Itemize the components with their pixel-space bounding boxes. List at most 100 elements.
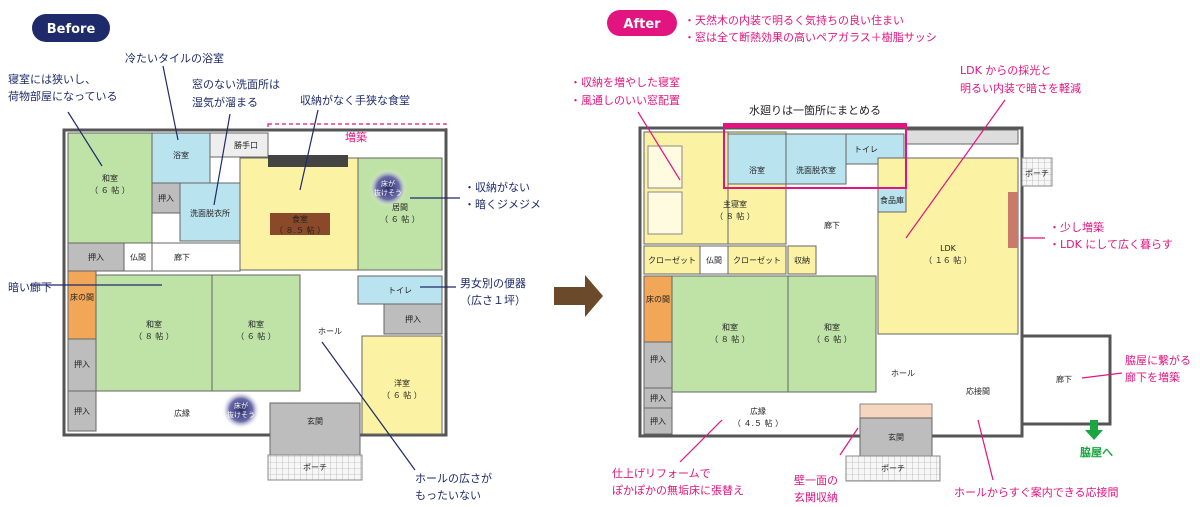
after-closet2	[727, 245, 787, 275]
note: 暗い廊下	[8, 280, 52, 294]
label: 食室	[292, 214, 308, 224]
label: （ ４.５ 帖 ）	[733, 418, 783, 428]
label: 押入	[650, 393, 666, 403]
label: 和室	[248, 319, 264, 329]
label: 廊下	[1056, 374, 1072, 384]
label: 居間	[392, 203, 408, 212]
note: ・少し増築	[1049, 220, 1104, 234]
label: 押入	[650, 416, 666, 426]
note: ・収納がない	[464, 180, 530, 194]
label: 応接間	[966, 386, 990, 396]
label: 押入	[158, 193, 174, 203]
before-kitchen-counter	[268, 155, 348, 167]
label: ポーチ	[1025, 169, 1049, 178]
bed	[647, 191, 683, 235]
note: 壁一面の	[794, 473, 838, 487]
label: （ ８.５ 帖 ）	[275, 225, 325, 235]
note: 冷たいタイルの浴室	[125, 51, 224, 65]
after-kitchen-counter	[905, 129, 1019, 145]
after-butsuma	[699, 245, 729, 275]
label: 収納	[794, 255, 810, 265]
before-ima	[357, 157, 443, 271]
label: 玄関	[888, 432, 904, 442]
before-katteguchi	[209, 132, 269, 158]
note: 湿気が溜まる	[192, 95, 258, 109]
note: 脇屋へ	[1080, 445, 1113, 459]
before-washitsu8	[95, 274, 213, 392]
after-porch-top	[1021, 157, 1053, 187]
label: 抜けそう	[227, 410, 255, 419]
note: ぽかぽかの無垢床に張替え	[612, 483, 744, 497]
after-senmen	[785, 133, 847, 185]
label: 洋室	[394, 378, 410, 388]
label: 主寝室	[723, 199, 747, 209]
label: 玄関	[307, 416, 323, 426]
label: ポーチ	[881, 464, 905, 473]
before-senmen	[179, 182, 241, 242]
before-header: Before	[47, 22, 96, 37]
label: （ ６ 帖 ）	[380, 214, 420, 224]
label: 廊下	[824, 220, 840, 230]
label: 浴室	[173, 150, 189, 160]
after-entry-storage	[859, 403, 933, 419]
label: 床の間	[646, 294, 670, 304]
label: 押入	[88, 252, 104, 262]
after-porch	[845, 455, 941, 482]
water-area-highlight-bar	[724, 124, 906, 128]
after-annex-corridor-wall	[1020, 334, 1112, 426]
label: （ ６ 帖 ）	[236, 331, 276, 341]
label: 押入	[405, 314, 421, 324]
label: ポーチ	[303, 463, 327, 472]
label: ホール	[891, 369, 915, 378]
after-closet1	[643, 245, 701, 275]
dining-table	[270, 213, 330, 235]
after-oshiire1	[643, 341, 673, 389]
before-oshiire1	[151, 182, 181, 214]
before-oshiire2	[67, 242, 125, 272]
after-header-badge	[607, 10, 677, 36]
label: 仏間	[130, 253, 146, 262]
floor-damage-badge	[369, 169, 407, 207]
floor-damage-badge	[222, 391, 260, 429]
label: 押入	[74, 359, 90, 369]
note: 寝室には狭いし、	[8, 72, 96, 86]
label: （ ６ 帖 ）	[382, 390, 422, 400]
before-washitsu6-b	[211, 274, 301, 392]
note: 収納がなく手狭な食堂	[300, 93, 410, 107]
note: 玄関収納	[794, 490, 838, 504]
note: ・暗くジメジメ	[464, 197, 541, 211]
label: 勝手口	[234, 140, 258, 150]
label: 抜けそう	[374, 188, 402, 197]
before-header-badge	[32, 14, 110, 42]
label: （ ８ 帖 ）	[710, 334, 750, 344]
label: LDK	[940, 244, 957, 253]
note: 脇屋に繋がる	[1125, 353, 1191, 367]
note: ホールからすぐ案内できる応接間	[954, 485, 1119, 499]
after-pantry	[877, 187, 907, 213]
label: （ １６ 帖 ）	[924, 255, 972, 265]
label: 食品庫	[880, 195, 904, 205]
label: トイレ	[388, 286, 412, 295]
label: クローゼット	[733, 255, 781, 265]
label: ホール	[318, 327, 342, 336]
label: 床が	[381, 179, 395, 188]
note: ホールの広さが	[415, 471, 492, 485]
label: （ ８ 帖 ）	[134, 331, 174, 341]
label: クローゼット	[648, 255, 696, 265]
label: トイレ	[854, 145, 878, 154]
after-oshiire3	[643, 407, 673, 435]
label: （ ８ 帖 ）	[715, 211, 755, 221]
note: もったいない	[415, 489, 481, 502]
annex-direction-arrow	[1085, 420, 1103, 440]
label: 床が	[234, 401, 248, 410]
before-roka	[151, 242, 241, 272]
before-plan: Before 和室 （ ６ 帖 ） 浴室 勝手口 押入 洗面脱衣所	[8, 14, 541, 502]
note: 水廻りは一箇所にまとめる	[749, 103, 881, 117]
before-youshitsu	[361, 335, 443, 435]
note: 増築	[345, 130, 367, 144]
label: 和室	[722, 322, 738, 332]
after-header: After	[623, 17, 661, 32]
note: ・LDK にして広く暮らす	[1049, 237, 1173, 251]
before-oshiire3	[383, 303, 443, 335]
